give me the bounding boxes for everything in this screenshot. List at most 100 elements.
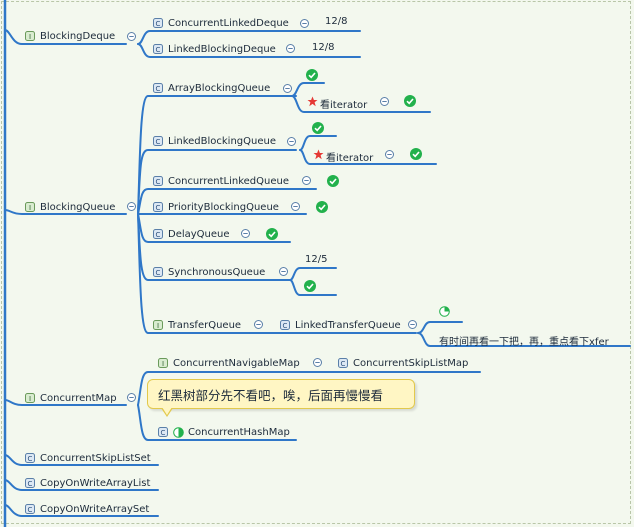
see-iterator-note: 看iterator xyxy=(320,100,368,111)
class-icon: I xyxy=(25,393,35,403)
collapse-icon[interactable] xyxy=(254,320,263,329)
copy-on-write-array-list-node[interactable]: C CopyOnWriteArrayList xyxy=(25,474,150,492)
deque-date-note: 12/8 xyxy=(312,42,335,53)
linked-transfer-queue-label: LinkedTransferQueue xyxy=(295,319,401,331)
svg-text:C: C xyxy=(156,178,161,186)
concurrent-skip-list-map-node[interactable]: C ConcurrentSkipListMap xyxy=(338,354,468,372)
linked-transfer-queue-node[interactable]: C LinkedTransferQueue xyxy=(280,316,401,334)
svg-text:C: C xyxy=(156,20,161,28)
callout-tail-fill xyxy=(162,407,172,415)
linked-blocking-deque-node[interactable]: C LinkedBlockingDeque xyxy=(153,40,276,58)
svg-text:C: C xyxy=(283,322,288,330)
svg-text:I: I xyxy=(162,360,164,368)
sync-date-note: 12/5 xyxy=(305,254,328,265)
svg-text:C: C xyxy=(156,138,161,146)
class-icon: C xyxy=(338,358,348,368)
concurrent-hash-map-node[interactable]: C ConcurrentHashMap xyxy=(158,423,290,441)
collapse-icon[interactable] xyxy=(127,202,136,211)
concurrent-skip-list-map-label: ConcurrentSkipListMap xyxy=(353,357,469,369)
class-icon: I xyxy=(153,320,163,330)
concurrent-skip-list-set-label: ConcurrentSkipListSet xyxy=(40,452,151,464)
class-icon: C xyxy=(153,229,163,239)
priority-blocking-queue-node[interactable]: C PriorityBlockingQueue xyxy=(153,198,279,216)
class-icon: C xyxy=(153,202,163,212)
class-icon: I xyxy=(158,358,168,368)
half-progress-icon xyxy=(173,426,184,438)
copy-on-write-array-list-label: CopyOnWriteArrayList xyxy=(40,477,151,489)
transfer-queue-node[interactable]: I TransferQueue xyxy=(153,316,241,334)
collapse-icon[interactable] xyxy=(287,137,296,146)
checkmark-icon xyxy=(266,228,278,240)
concurrent-linked-queue-label: ConcurrentLinkedQueue xyxy=(168,175,289,187)
checkmark-icon xyxy=(410,148,422,160)
collapse-icon[interactable] xyxy=(313,358,322,367)
array-blocking-queue-node[interactable]: C ArrayBlockingQueue xyxy=(153,79,270,97)
copy-on-write-array-set-label: CopyOnWriteArraySet xyxy=(40,503,150,515)
class-icon: I xyxy=(25,202,35,212)
collapse-icon[interactable] xyxy=(286,44,295,53)
svg-text:C: C xyxy=(156,269,161,277)
array-blocking-queue-label: ArrayBlockingQueue xyxy=(168,82,271,94)
concurrent-navigable-map-node[interactable]: I ConcurrentNavigableMap xyxy=(158,354,300,372)
svg-text:C: C xyxy=(341,360,346,368)
svg-text:C: C xyxy=(28,506,33,514)
star-icon xyxy=(307,96,318,107)
concurrent-map-label: ConcurrentMap xyxy=(40,392,117,404)
delay-queue-node[interactable]: C DelayQueue xyxy=(153,225,230,243)
collapse-icon[interactable] xyxy=(300,19,309,28)
checkmark-icon xyxy=(304,280,316,292)
svg-text:C: C xyxy=(156,204,161,212)
concurrent-hash-map-label: ConcurrentHashMap xyxy=(188,426,290,438)
class-icon: C xyxy=(153,44,163,54)
collapse-icon[interactable] xyxy=(241,229,250,238)
checkmark-icon xyxy=(327,175,339,187)
concurrent-linked-deque-label: ConcurrentLinkedDeque xyxy=(168,17,289,29)
checkmark-icon xyxy=(404,95,416,107)
copy-on-write-array-set-node[interactable]: C CopyOnWriteArraySet xyxy=(25,500,149,518)
delay-queue-label: DelayQueue xyxy=(168,228,230,240)
linked-blocking-queue-label: LinkedBlockingQueue xyxy=(168,135,276,147)
deque-date-note: 12/8 xyxy=(325,16,348,27)
blocking-deque-label: BlockingDeque xyxy=(40,30,116,42)
collapse-icon[interactable] xyxy=(380,97,389,106)
linked-blocking-deque-label: LinkedBlockingDeque xyxy=(168,43,276,55)
linked-blocking-queue-node[interactable]: C LinkedBlockingQueue xyxy=(153,132,276,150)
svg-text:I: I xyxy=(29,33,31,41)
class-icon: C xyxy=(153,18,163,28)
xfer-note: 有时间再看一下把，再，重点看下xfer xyxy=(439,337,609,348)
collapse-icon[interactable] xyxy=(127,32,136,41)
callout-text: 红黑树部分先不看吧，唉，后面再慢慢看 xyxy=(158,387,384,403)
blocking-queue-label: BlockingQueue xyxy=(40,201,116,213)
svg-text:C: C xyxy=(156,231,161,239)
star-icon xyxy=(313,149,324,160)
svg-text:C: C xyxy=(156,85,161,93)
checkmark-icon xyxy=(306,69,318,81)
class-icon: C xyxy=(153,83,163,93)
checkmark-icon xyxy=(316,201,328,213)
concurrent-skip-list-set-node[interactable]: C ConcurrentSkipListSet xyxy=(25,449,151,467)
blocking-queue-node[interactable]: I BlockingQueue xyxy=(25,198,115,216)
class-icon: C xyxy=(153,136,163,146)
class-icon: C xyxy=(25,504,35,514)
class-icon: C xyxy=(25,478,35,488)
collapse-icon[interactable] xyxy=(279,267,288,276)
collapse-icon[interactable] xyxy=(385,150,394,159)
quarter-progress-icon xyxy=(439,306,450,317)
svg-text:C: C xyxy=(156,46,161,54)
concurrent-map-node[interactable]: I ConcurrentMap xyxy=(25,389,117,407)
concurrent-linked-queue-node[interactable]: C ConcurrentLinkedQueue xyxy=(153,172,289,190)
collapse-icon[interactable] xyxy=(291,202,300,211)
checkmark-icon xyxy=(312,122,324,134)
svg-text:I: I xyxy=(29,204,31,212)
svg-text:C: C xyxy=(161,429,166,437)
blocking-deque-node[interactable]: I BlockingDeque xyxy=(25,27,115,45)
collapse-icon[interactable] xyxy=(127,393,136,402)
synchronous-queue-node[interactable]: C SynchronousQueue xyxy=(153,263,265,281)
class-icon: I xyxy=(25,31,35,41)
concurrent-linked-deque-node[interactable]: C ConcurrentLinkedDeque xyxy=(153,14,289,32)
collapse-icon[interactable] xyxy=(283,84,292,93)
concurrent-navigable-map-label: ConcurrentNavigableMap xyxy=(173,357,300,369)
collapse-icon[interactable] xyxy=(302,176,311,185)
collapse-icon[interactable] xyxy=(408,320,417,329)
